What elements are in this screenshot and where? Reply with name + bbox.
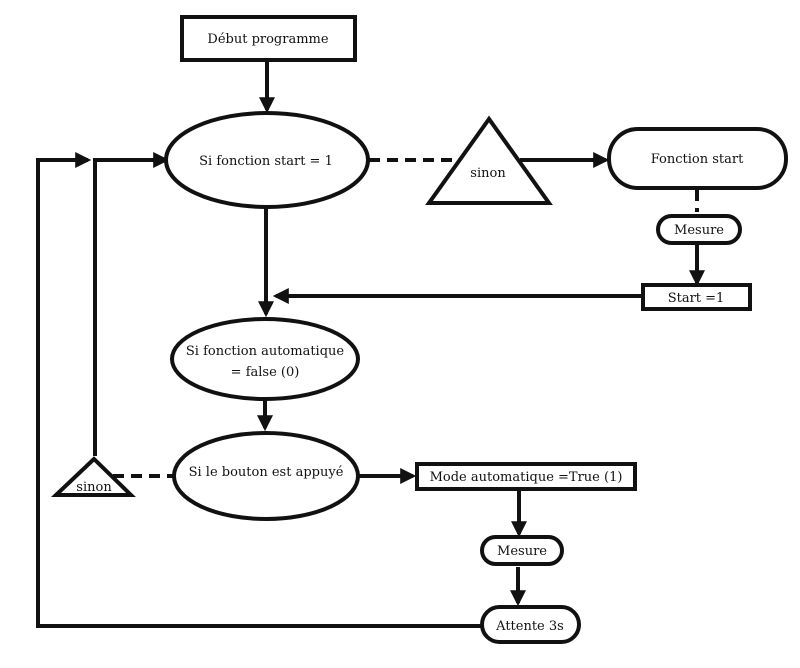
connectors: [36, 62, 705, 628]
node-sinon-left: sinon: [50, 456, 136, 497]
node-start-set-label: Start =1: [668, 291, 725, 306]
node-start-check: Si fonction start = 1: [164, 111, 370, 209]
node-sinon-top: sinon: [425, 115, 553, 205]
node-fonction-start: Fonction start: [607, 127, 788, 190]
node-mode-auto: Mode automatique =True (1): [415, 462, 637, 491]
node-fonction-start-label: Fonction start: [651, 152, 744, 167]
node-bouton-check-label: Si le bouton est appuyé: [189, 465, 344, 480]
node-bouton-check: Si le bouton est appuyé: [172, 431, 360, 521]
node-debut-label: Début programme: [207, 32, 328, 47]
node-sinon-top-label: sinon: [470, 166, 506, 181]
node-mesure-bottom-label: Mesure: [497, 544, 547, 559]
node-auto-check: Si fonction automatique = false (0): [170, 317, 360, 401]
arrow-sinon-loop-to-start-check: [93, 152, 170, 456]
node-mode-auto-label: Mode automatique =True (1): [430, 470, 623, 485]
node-start-set: Start =1: [641, 283, 752, 311]
node-start-check-label: Si fonction start = 1: [199, 154, 333, 169]
node-mesure-top: Mesure: [656, 214, 742, 245]
node-mesure-bottom: Mesure: [480, 535, 564, 566]
node-debut: Début programme: [180, 15, 357, 62]
node-mesure-top-label: Mesure: [674, 223, 724, 238]
node-sinon-left-label: sinon: [76, 480, 112, 495]
node-auto-check-label-line2: = false (0): [231, 365, 300, 380]
node-attente-label: Attente 3s: [495, 619, 564, 634]
node-attente: Attente 3s: [480, 605, 581, 644]
node-auto-check-label-line1: Si fonction automatique: [186, 344, 345, 359]
arrow-attente-loop-back: [36, 152, 482, 628]
